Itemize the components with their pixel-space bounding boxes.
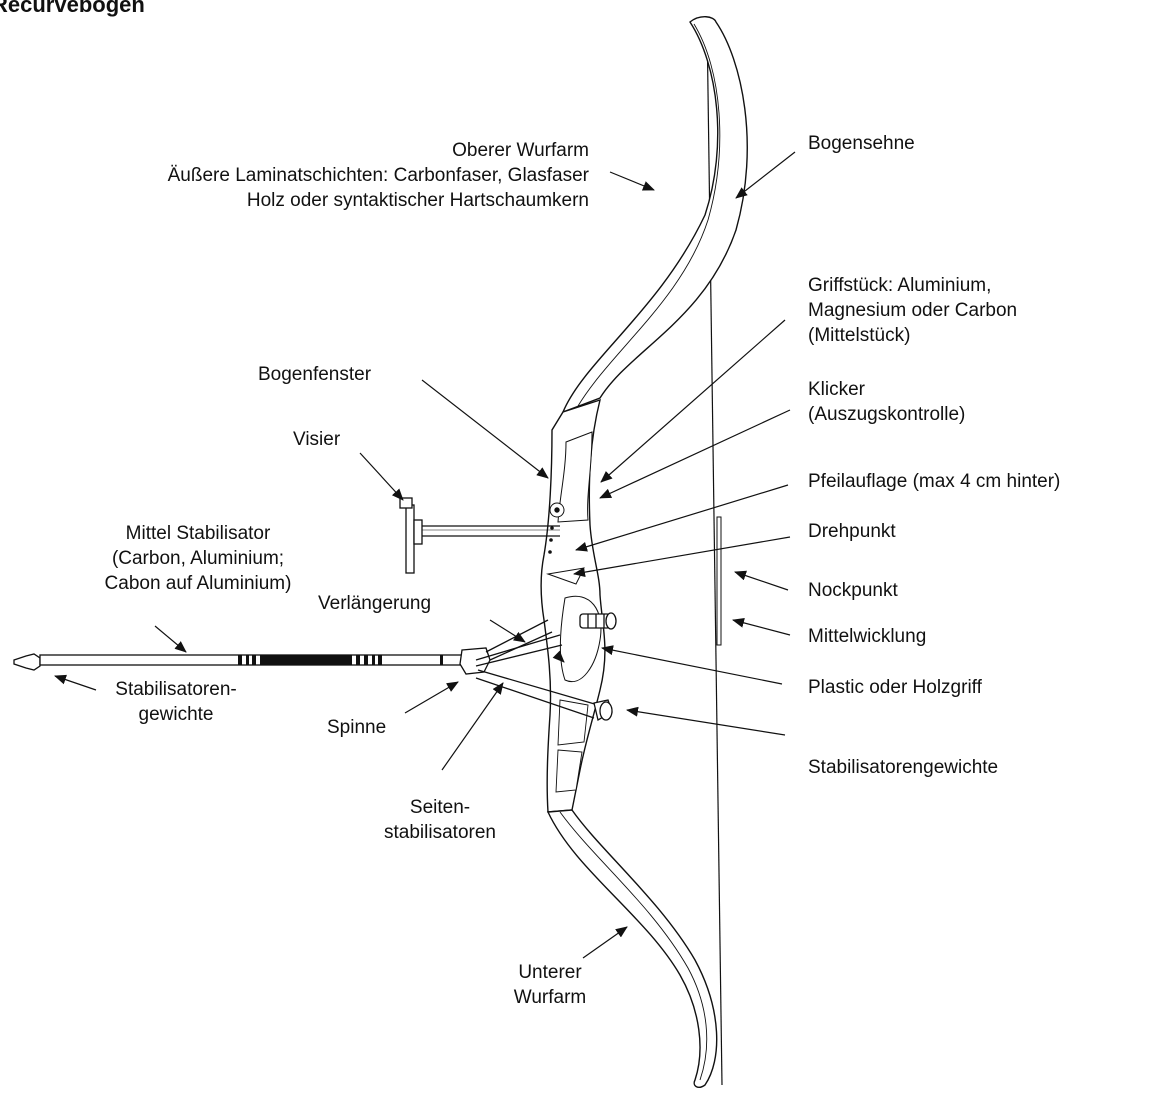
label-arrow-rest: Pfeilauflage (max 4 cm hinter)	[808, 471, 1061, 492]
center-stabilizer-shape	[13, 653, 463, 671]
label-upper-limb: Oberer Wurfarm Äußere Laminatschichten: …	[167, 140, 589, 211]
leader-lines	[54, 151, 796, 959]
label-extension: Verlängerung	[318, 593, 432, 614]
riser-shape	[540, 398, 606, 813]
label-center-stabilizer: Mittel Stabilisator (Carbon, Aluminium; …	[104, 523, 292, 594]
label-spider: Spinne	[327, 717, 387, 738]
upper-limb-shape	[561, 16, 748, 414]
stabilizer-weight-shape	[579, 612, 617, 630]
label-nocking-point: Nockpunkt	[808, 580, 898, 601]
label-center-serving: Mittelwicklung	[808, 626, 927, 647]
label-grip: Plastic oder Holzgriff	[808, 677, 982, 698]
side-stabilizers-shape	[459, 619, 613, 721]
label-stabilizer-weights-right: Stabilisatorengewichte	[808, 757, 999, 778]
label-clicker: Klicker (Auszugskontrolle)	[808, 379, 966, 425]
diagram-title: Recurvebogen	[0, 0, 145, 17]
sight-shape	[399, 497, 560, 574]
lower-limb-shape	[546, 809, 718, 1088]
label-lower-limb: Unterer Wurfarm	[513, 962, 587, 1008]
label-pivot: Drehpunkt	[808, 521, 896, 542]
label-riser: Griffstück: Aluminium, Magnesium oder Ca…	[808, 275, 1018, 346]
label-sight: Visier	[293, 429, 341, 450]
label-stabilizer-weights-left: Stabilisatoren- gewichte	[115, 679, 237, 725]
label-bow-window: Bogenfenster	[258, 364, 372, 385]
label-side-stabilizers: Seiten- stabilisatoren	[384, 797, 496, 843]
label-bowstring: Bogensehne	[808, 133, 915, 154]
